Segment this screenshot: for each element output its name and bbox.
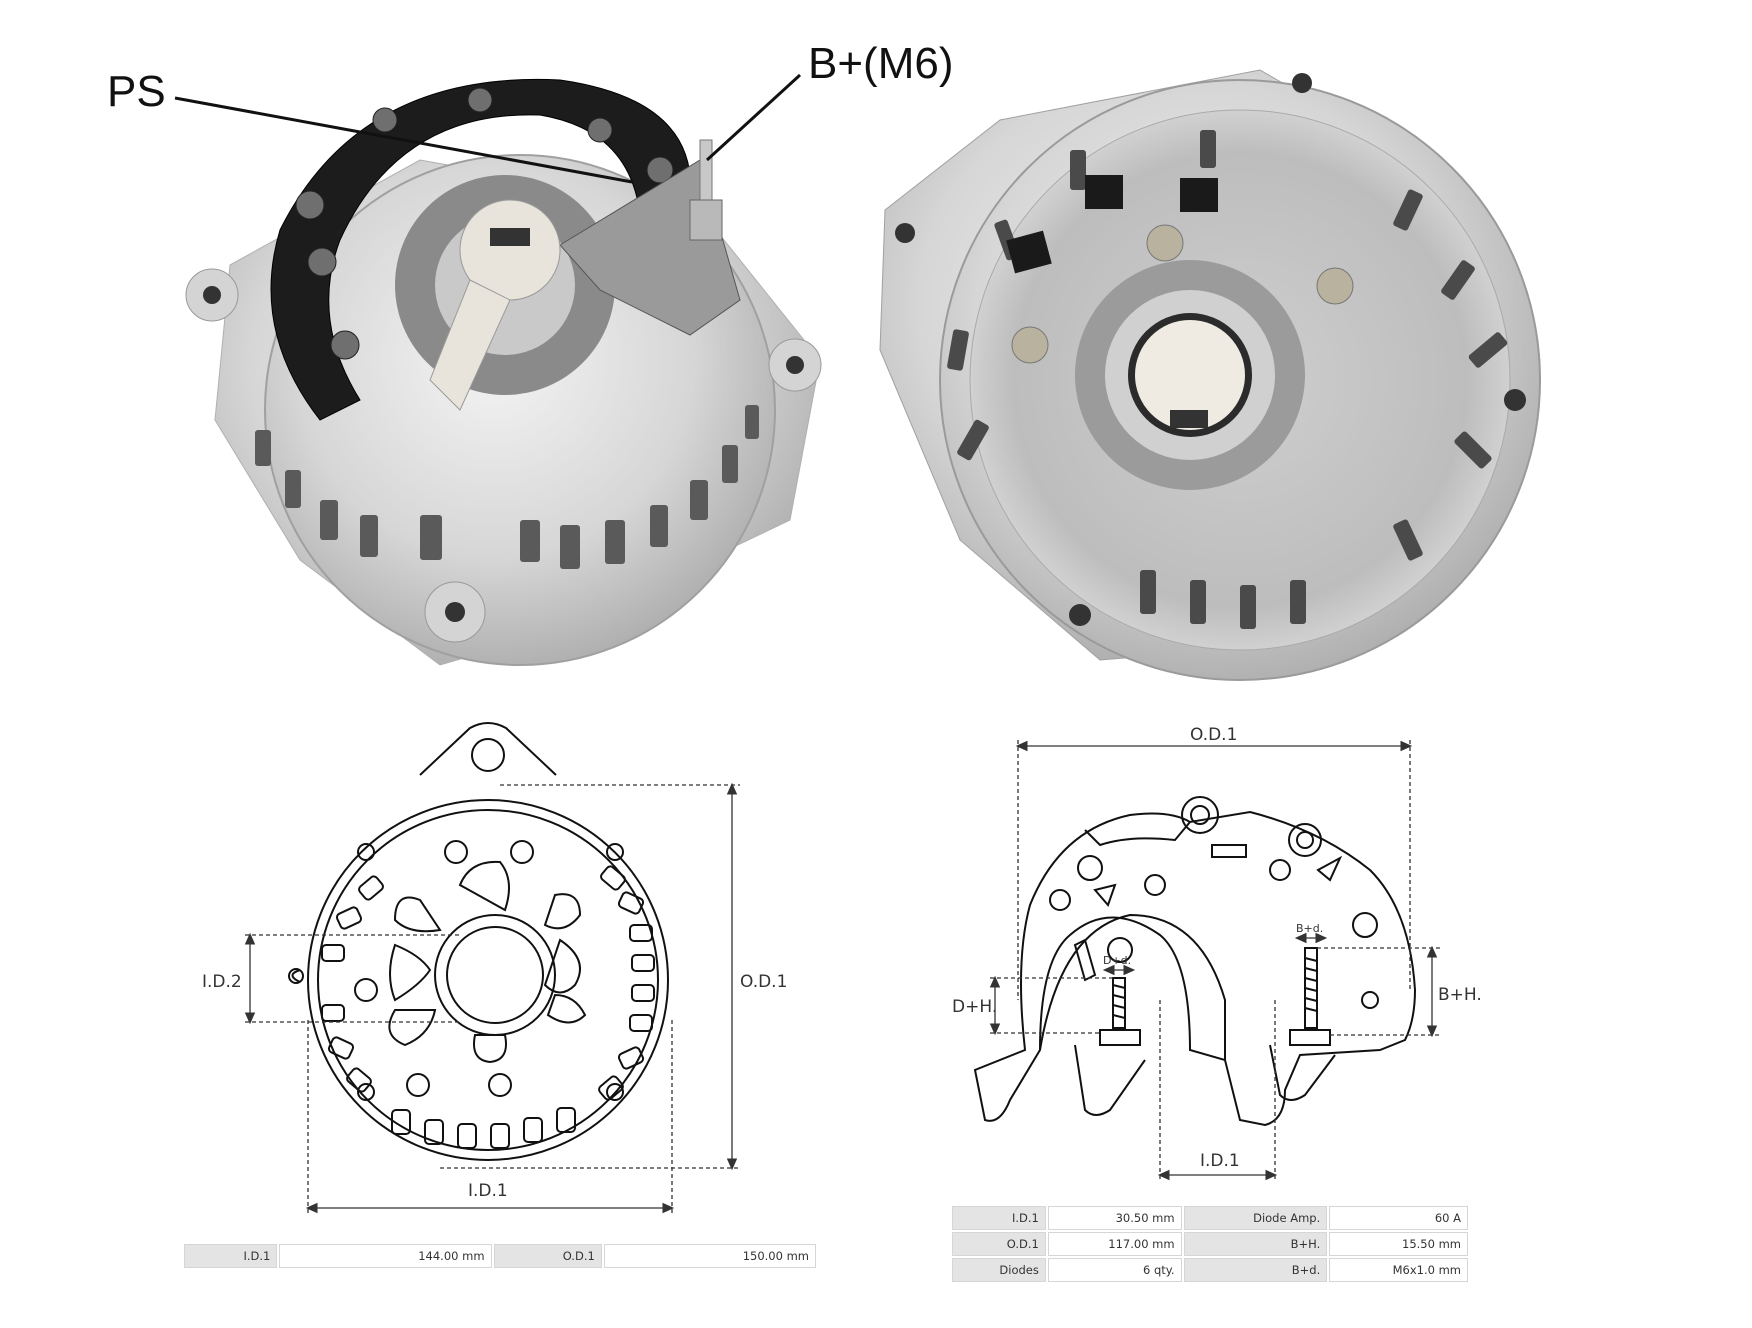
photo-housing-with-rectifier — [174, 73, 822, 666]
housing-od1-label: O.D.1 — [740, 972, 787, 992]
rectifier-spec-table: I.D.1 30.50 mm Diode Amp. 60 A O.D.1 117… — [950, 1204, 1470, 1284]
spec-key: I.D.1 — [184, 1244, 278, 1268]
spec-value: 117.00 mm — [1047, 1232, 1182, 1256]
rectifier-id1-label: I.D.1 — [1200, 1151, 1240, 1171]
spec-key: B+H. — [1183, 1232, 1328, 1256]
spec-value: M6x1.0 mm — [1329, 1258, 1468, 1282]
spec-value: 144.00 mm — [279, 1244, 492, 1268]
rectifier-od1-label: O.D.1 — [1190, 725, 1237, 745]
spec-value: 15.50 mm — [1329, 1232, 1468, 1256]
table-row: Diodes 6 qty. B+d. M6x1.0 mm — [952, 1258, 1468, 1282]
bplus-m6-callout-label: B+(M6) — [808, 39, 954, 88]
spec-key: I.D.1 — [952, 1206, 1046, 1230]
spec-value: 150.00 mm — [603, 1244, 816, 1268]
spec-key: Diode Amp. — [1183, 1206, 1328, 1230]
rectifier-bd-label: B+d. — [1296, 922, 1323, 935]
bplus-leader-line — [705, 73, 802, 162]
spec-value: 30.50 mm — [1047, 1206, 1182, 1230]
table-row: O.D.1 117.00 mm B+H. 15.50 mm — [952, 1232, 1468, 1256]
table-row: I.D.1 30.50 mm Diode Amp. 60 A — [952, 1206, 1468, 1230]
ps-callout-label: PS — [107, 67, 166, 116]
spec-key: Diodes — [952, 1258, 1046, 1282]
photo-housing-interior — [879, 69, 1541, 681]
rectifier-bh-label: B+H. — [1438, 985, 1482, 1005]
spec-key: O.D.1 — [493, 1244, 602, 1268]
table-row: I.D.1 144.00 mm O.D.1 150.00 mm — [184, 1244, 816, 1268]
housing-dimensions — [244, 782, 740, 1215]
spec-value: 60 A — [1329, 1206, 1468, 1230]
housing-slots — [255, 405, 759, 569]
housing-id2-label: I.D.2 — [202, 972, 242, 992]
rectifier-dd-label: D+d. — [1103, 954, 1131, 967]
rectifier-dimensions — [989, 740, 1440, 1181]
rectifier-dh-label: D+H. — [952, 997, 997, 1017]
housing-spec-table: I.D.1 144.00 mm O.D.1 150.00 mm — [182, 1242, 818, 1270]
housing-id1-label: I.D.1 — [468, 1181, 508, 1201]
drawing-rectifier — [973, 796, 1417, 1127]
spec-value: 6 qty. — [1047, 1258, 1182, 1282]
spec-key: B+d. — [1183, 1258, 1328, 1282]
ps-leader-line — [174, 96, 633, 184]
drawing-housing — [288, 722, 669, 1161]
spec-key: O.D.1 — [952, 1232, 1046, 1256]
